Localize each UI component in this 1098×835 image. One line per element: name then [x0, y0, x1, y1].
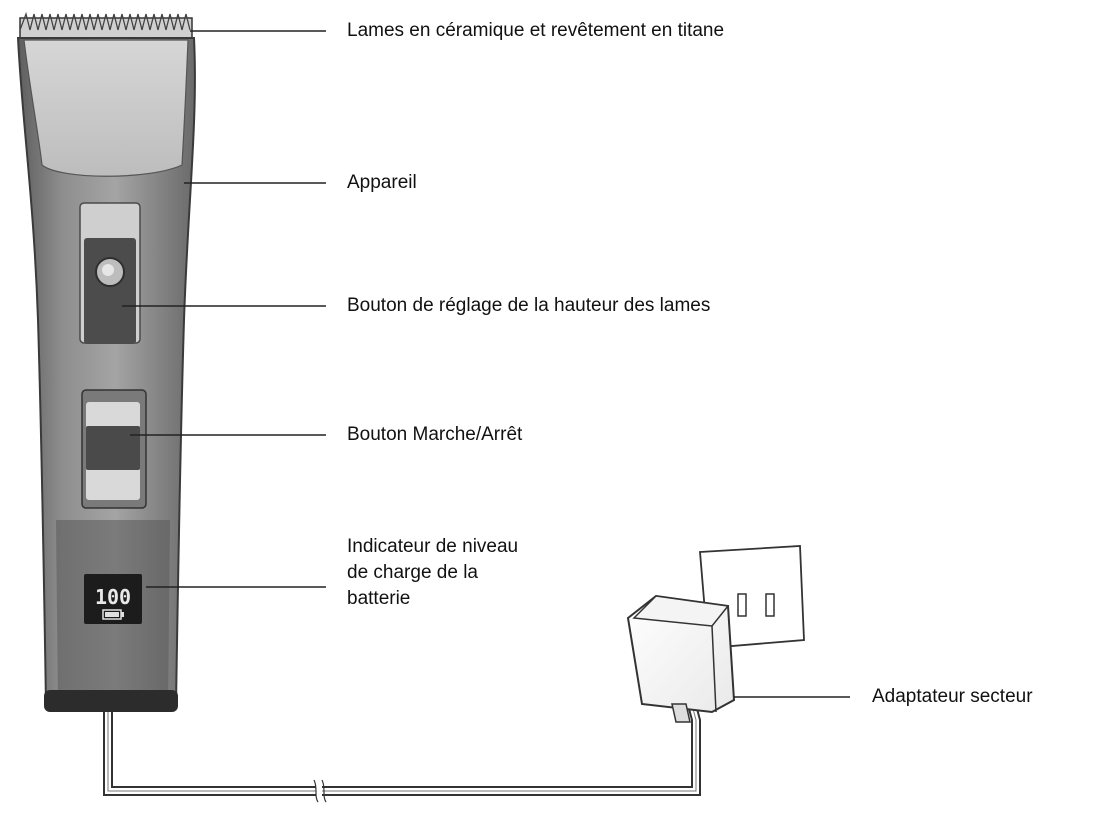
label-battery-line-3: batterie — [347, 588, 411, 609]
label-adapter: Adaptateur secteur — [872, 686, 1033, 707]
battery-display: 100 — [84, 574, 142, 624]
label-height-button: Bouton de réglage de la hauteur des lame… — [347, 295, 711, 316]
blade-teeth — [19, 11, 193, 39]
label-device: Appareil — [347, 172, 417, 193]
label-power-button: Bouton Marche/Arrêt — [347, 424, 523, 445]
label-blades: Lames en céramique et revêtement en tita… — [347, 20, 725, 41]
power-adapter — [626, 594, 736, 723]
height-adjust-button — [79, 202, 141, 344]
power-cord — [103, 689, 701, 803]
clipper-body — [16, 37, 196, 712]
power-button — [81, 389, 147, 509]
battery-reading: 100 — [95, 585, 131, 609]
leader-lines — [122, 30, 850, 698]
label-battery-indicator: Indicateur de niveau de charge de la bat… — [347, 534, 518, 612]
label-battery-line-2: de charge de la — [347, 562, 478, 583]
label-battery-line-1: Indicateur de niveau — [347, 536, 519, 557]
